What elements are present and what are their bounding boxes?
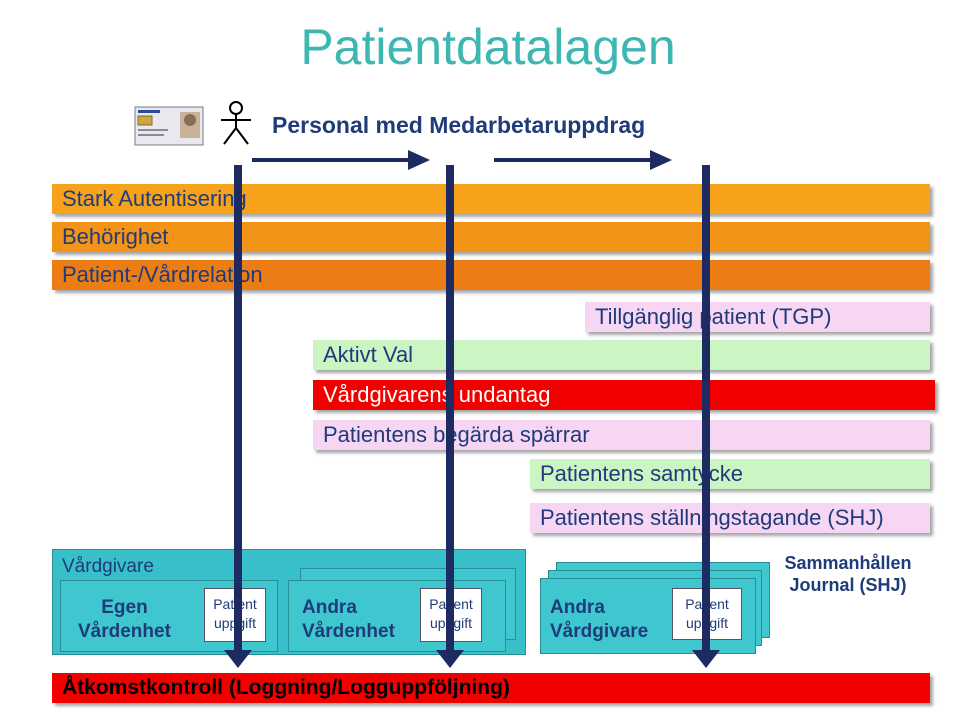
flow-arrowhead-1 bbox=[408, 150, 430, 170]
person-icon bbox=[218, 100, 254, 146]
bar-aktivt-val: Aktivt Val bbox=[313, 340, 930, 370]
access-arrowhead-andra-vardgivare bbox=[692, 650, 720, 668]
egen-vardenhet-label: Egen Vårdenhet bbox=[78, 597, 171, 642]
bar-begarda-sparrar: Patientens begärda spärrar bbox=[313, 420, 930, 450]
bar-patient-vardrelation: Patient-/Vårdrelation bbox=[52, 260, 930, 290]
bar-tgp: Tillgänglig patient (TGP) bbox=[585, 302, 930, 332]
andra-vardgivare-label: Andra Vårdgivare bbox=[550, 597, 649, 642]
page-title: Patientdatalagen bbox=[300, 19, 676, 75]
subtitle: Personal med Medarbetaruppdrag bbox=[272, 112, 646, 138]
bar-stark-autentisering: Stark Autentisering bbox=[52, 184, 930, 214]
access-arrowhead-andra-enhet bbox=[436, 650, 464, 668]
bar-behorighet: Behörighet bbox=[52, 222, 930, 252]
bar-stallningstagande: Patientens ställningstagande (SHJ) bbox=[530, 503, 930, 533]
flow-arrow-2 bbox=[494, 158, 654, 162]
andra-vardenhet-label: Andra Vårdenhet bbox=[302, 597, 395, 642]
access-arrowhead-egen bbox=[224, 650, 252, 668]
flow-arrowhead-2 bbox=[650, 150, 672, 170]
id-card-icon bbox=[134, 106, 204, 146]
bar-vardgivarens-undantag: Vårdgivarens undantag bbox=[313, 380, 935, 410]
access-line-andra-vardgivare bbox=[702, 165, 710, 650]
access-line-egen bbox=[234, 165, 242, 650]
bar-atkomstkontroll: Åtkomstkontroll (Loggning/Logguppföljnin… bbox=[52, 673, 930, 703]
access-line-andra-enhet bbox=[446, 165, 454, 650]
flow-arrow-1 bbox=[252, 158, 412, 162]
shj-label: Sammanhållen Journal (SHJ) bbox=[784, 553, 912, 595]
vardgivare-label: Vårdgivare bbox=[62, 556, 154, 577]
bar-samtycke: Patientens samtycke bbox=[530, 459, 930, 489]
